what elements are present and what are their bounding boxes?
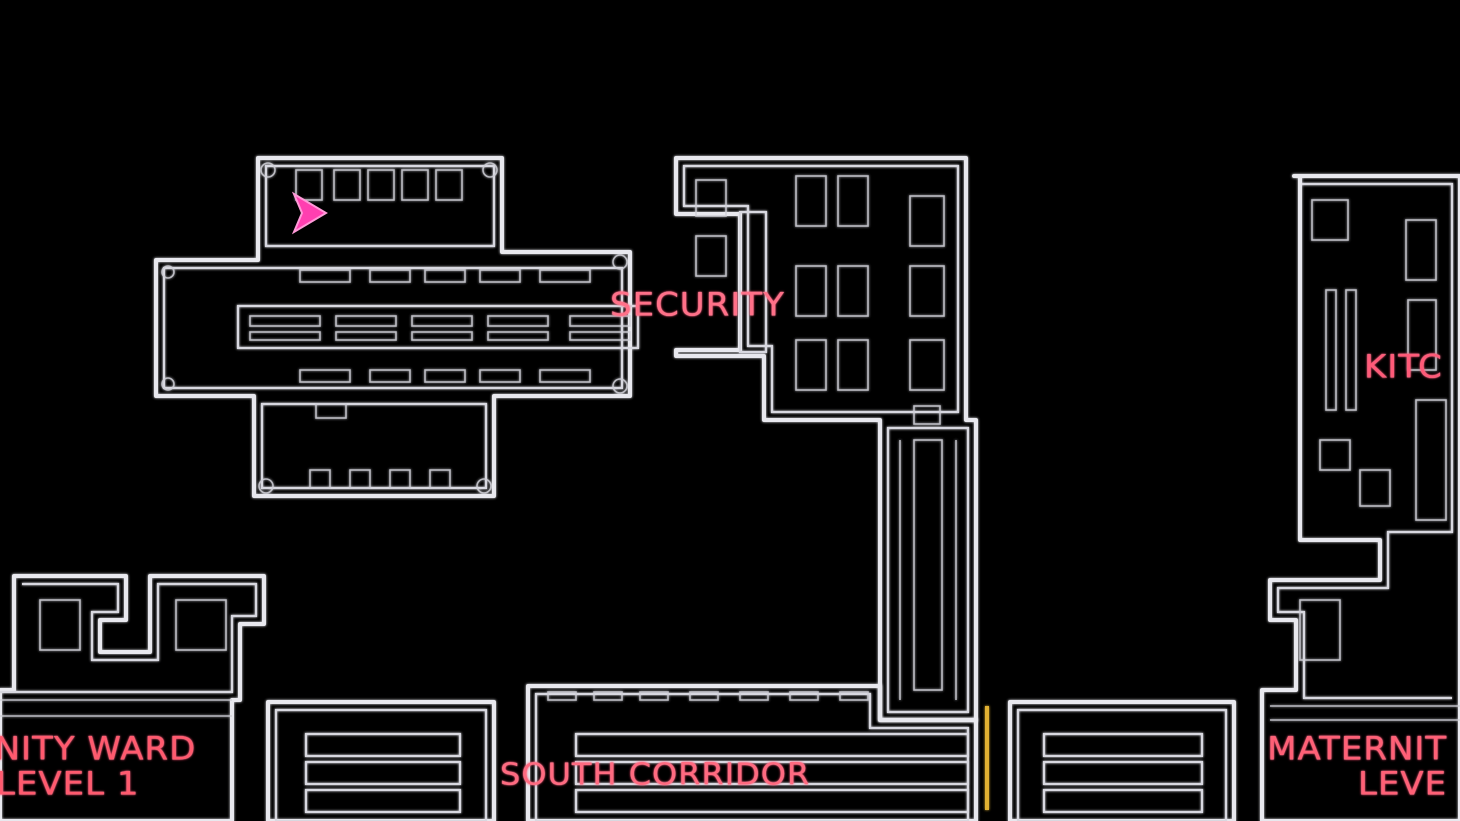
room-label-maternity-left-line1: RNITY WARD — [0, 729, 197, 768]
player-arrow-icon — [291, 191, 328, 235]
room-label-maternity-right-line2: LEVE — [1358, 765, 1448, 804]
room-label-maternity-left: RNITY WARD LEVEL 1 — [0, 729, 197, 804]
room-label-security: SECURITY — [610, 286, 785, 324]
south-corridor-rooms — [266, 684, 1236, 821]
room-label-maternity-left-line2: LEVEL 1 — [0, 765, 140, 804]
maternity-ward-right-rooms — [1260, 174, 1460, 821]
security-rooms — [674, 156, 978, 722]
room-label-maternity-right: MATERNIT LEVE — [1252, 729, 1448, 804]
room-label-maternity-right-line1: MATERNIT — [1267, 729, 1448, 768]
room-label-kitchen: KITC — [1364, 348, 1443, 386]
room-label-south-corridor: SOUTH CORRIDOR — [500, 755, 811, 793]
west-wing-rooms — [154, 156, 640, 498]
maternity-ward-left-rooms — [0, 574, 266, 821]
